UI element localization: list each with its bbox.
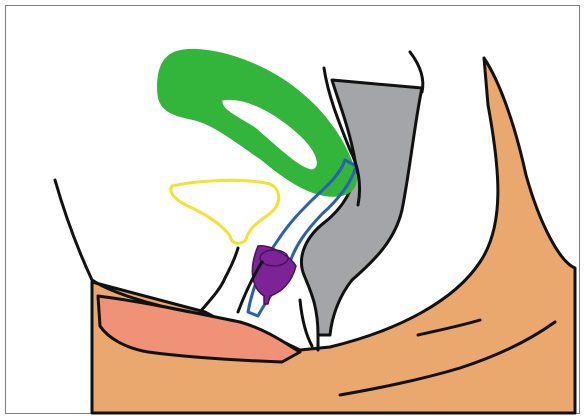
pelvic-cross-section bbox=[0, 0, 585, 419]
anatomy-diagram bbox=[0, 0, 585, 419]
